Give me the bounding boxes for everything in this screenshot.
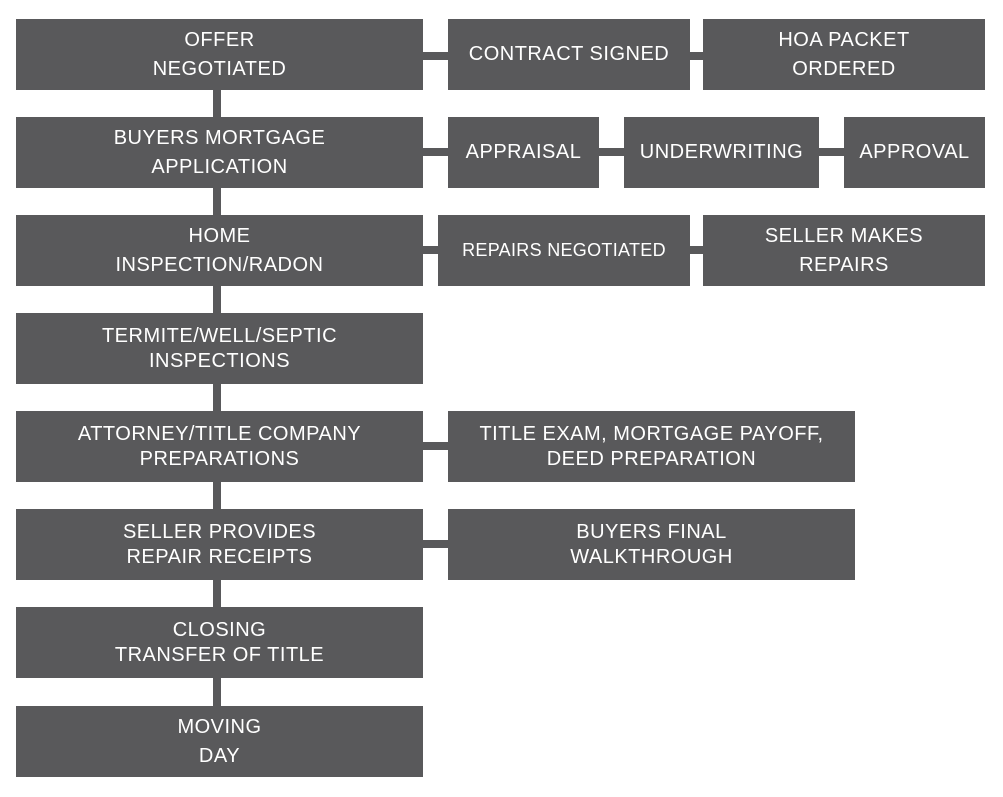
connector-underwriting-approval bbox=[819, 148, 844, 156]
branch-contract-signed: CONTRACT SIGNED bbox=[448, 19, 690, 90]
step-closing: CLOSING TRANSFER OF TITLE bbox=[16, 607, 423, 678]
branch-buyers-final-walkthrough: BUYERS FINAL WALKTHROUGH bbox=[448, 509, 855, 580]
main-spine-line bbox=[213, 90, 221, 706]
step-buyers-mortgage-application: BUYERS MORTGAGE APPLICATION bbox=[16, 117, 423, 188]
step-moving-day: MOVING DAY bbox=[16, 706, 423, 777]
branch-hoa-packet-ordered: HOA PACKET ORDERED bbox=[703, 19, 985, 90]
step-seller-provides-receipts: SELLER PROVIDES REPAIR RECEIPTS bbox=[16, 509, 423, 580]
branch-title-exam: TITLE EXAM, MORTGAGE PAYOFF, DEED PREPAR… bbox=[448, 411, 855, 482]
branch-underwriting: UNDERWRITING bbox=[624, 117, 819, 188]
connector-receipts-walkthrough bbox=[423, 540, 448, 548]
connector-mortgage-appraisal bbox=[423, 148, 448, 156]
connector-attorney-title bbox=[423, 442, 448, 450]
branch-repairs-negotiated: REPAIRS NEGOTIATED bbox=[438, 215, 690, 286]
connector-appraisal-underwriting bbox=[599, 148, 624, 156]
step-offer-negotiated: OFFER NEGOTIATED bbox=[16, 19, 423, 90]
branch-appraisal: APPRAISAL bbox=[448, 117, 599, 188]
step-termite-well-septic: TERMITE/WELL/SEPTIC INSPECTIONS bbox=[16, 313, 423, 384]
connector-repairs-seller bbox=[690, 246, 703, 254]
branch-seller-makes-repairs: SELLER MAKES REPAIRS bbox=[703, 215, 985, 286]
step-attorney-title-company: ATTORNEY/TITLE COMPANY PREPARATIONS bbox=[16, 411, 423, 482]
branch-approval: APPROVAL bbox=[844, 117, 985, 188]
step-home-inspection: HOME INSPECTION/RADON bbox=[16, 215, 423, 286]
connector-offer-contract bbox=[423, 52, 448, 60]
connector-inspection-repairs bbox=[423, 246, 438, 254]
connector-contract-hoa bbox=[690, 52, 703, 60]
